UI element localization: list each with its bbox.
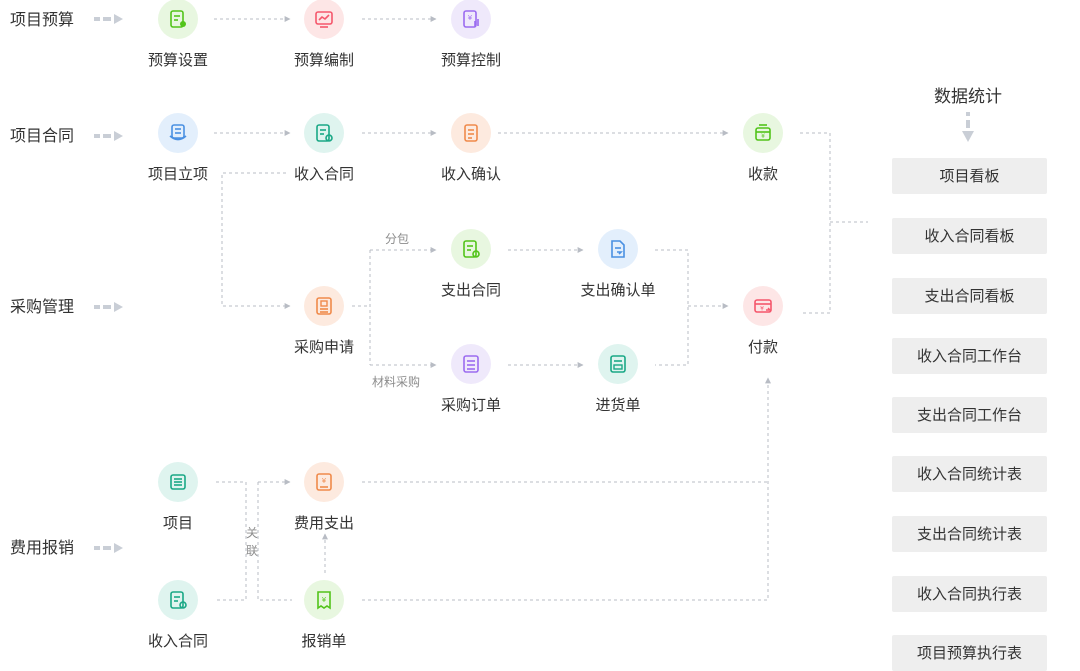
row-arrow-icon — [94, 14, 128, 24]
goods-receipt-icon — [598, 344, 638, 384]
node-label: 费用支出 — [293, 514, 354, 532]
budget-setting-icon — [158, 0, 198, 39]
node-budget-setting[interactable]: 预算设置 — [118, 0, 238, 79]
node-receipt[interactable]: ¥ 收款 — [703, 113, 823, 193]
svg-text:¥: ¥ — [761, 133, 765, 140]
node-expense-confirm-doc[interactable]: 支出确认单 — [558, 229, 678, 309]
stat-income-contract-workbench-button[interactable]: 收入合同工作台 — [892, 338, 1047, 374]
reimbursement-icon: ¥ — [304, 580, 344, 620]
node-label: 进货单 — [595, 396, 641, 414]
node-label: 预算设置 — [147, 51, 208, 69]
node-label: 收入确认 — [440, 165, 501, 183]
income-contract-icon — [304, 113, 344, 153]
relation-char-2: 联 — [245, 544, 258, 558]
purchase-order-icon — [451, 344, 491, 384]
stat-income-contract-board-button[interactable]: 收入合同看板 — [892, 218, 1047, 254]
svg-text:¥: ¥ — [322, 596, 327, 604]
row-label-purchase: 采购管理 — [10, 297, 75, 316]
node-label: 采购申请 — [293, 338, 354, 356]
purchase-request-icon — [304, 286, 344, 326]
svg-text:¥: ¥ — [322, 477, 327, 485]
node-project[interactable]: 项目 — [118, 462, 238, 542]
node-purchase-request[interactable]: 采购申请 — [264, 286, 384, 366]
stat-income-contract-report-button[interactable]: 收入合同统计表 — [892, 456, 1047, 492]
node-label: 预算控制 — [440, 51, 501, 69]
node-budget-compile[interactable]: 预算编制 — [264, 0, 384, 79]
node-label: 支出合同 — [440, 281, 501, 299]
node-income-contract[interactable]: 收入合同 — [264, 113, 384, 193]
svg-text:¥: ¥ — [468, 14, 473, 22]
row-arrow-icon — [94, 131, 128, 141]
node-label: 采购订单 — [440, 396, 501, 414]
branch-label-subcontract: 分包 — [385, 232, 410, 246]
stat-expense-contract-board-button[interactable]: 支出合同看板 — [892, 278, 1047, 314]
stat-project-budget-execution-button[interactable]: 项目预算执行表 — [892, 635, 1047, 671]
row-label-expense: 费用报销 — [10, 538, 75, 557]
project-icon — [158, 462, 198, 502]
node-reimbursement[interactable]: ¥ 报销单 — [264, 580, 384, 660]
node-label: 项目 — [162, 514, 193, 532]
budget-compile-icon — [304, 0, 344, 39]
node-payment[interactable]: ¥ 付款 — [703, 286, 823, 366]
node-label: 付款 — [747, 338, 778, 356]
svg-text:¥: ¥ — [760, 306, 764, 313]
relation-char-1: 关 — [245, 526, 258, 540]
down-arrow-icon — [962, 112, 974, 142]
node-label: 收款 — [747, 165, 778, 183]
receipt-icon: ¥ — [743, 113, 783, 153]
node-expense-contract[interactable]: 支出合同 — [411, 229, 531, 309]
node-purchase-order[interactable]: 采购订单 — [411, 344, 531, 424]
expense-contract-icon — [451, 229, 491, 269]
node-budget-control[interactable]: ¥ 预算控制 — [411, 0, 531, 79]
row-label-contract: 项目合同 — [10, 126, 75, 145]
node-income-confirm[interactable]: 收入确认 — [411, 113, 531, 193]
branch-label-material-purchase: 材料采购 — [372, 375, 421, 389]
node-label: 项目立项 — [147, 165, 208, 183]
stat-income-contract-execution-button[interactable]: 收入合同执行表 — [892, 576, 1047, 612]
income-confirm-icon — [451, 113, 491, 153]
budget-control-icon: ¥ — [451, 0, 491, 39]
income-contract-icon — [158, 580, 198, 620]
expense-spend-icon: ¥ — [304, 462, 344, 502]
node-label: 报销单 — [301, 632, 347, 650]
statistics-title: 数据统计 — [934, 87, 1002, 107]
node-project-setup[interactable]: 项目立项 — [118, 113, 238, 193]
node-label: 预算编制 — [293, 51, 354, 69]
stat-expense-contract-report-button[interactable]: 支出合同统计表 — [892, 516, 1047, 552]
node-label: 支出确认单 — [580, 281, 656, 299]
node-label: 收入合同 — [293, 165, 354, 183]
row-arrow-icon — [94, 302, 128, 312]
stat-project-board-button[interactable]: 项目看板 — [892, 158, 1047, 194]
node-label: 收入合同 — [147, 632, 208, 650]
expense-confirm-icon — [598, 229, 638, 269]
node-goods-receipt[interactable]: 进货单 — [558, 344, 678, 424]
stat-expense-contract-workbench-button[interactable]: 支出合同工作台 — [892, 397, 1047, 433]
row-arrow-icon — [94, 543, 128, 553]
payment-icon: ¥ — [743, 286, 783, 326]
project-setup-icon — [158, 113, 198, 153]
node-expense-spend[interactable]: ¥ 费用支出 — [264, 462, 384, 542]
relation-label: 关 联 — [245, 524, 259, 560]
row-label-budget: 项目预算 — [10, 10, 75, 29]
node-income-contract-2[interactable]: 收入合同 — [118, 580, 238, 660]
